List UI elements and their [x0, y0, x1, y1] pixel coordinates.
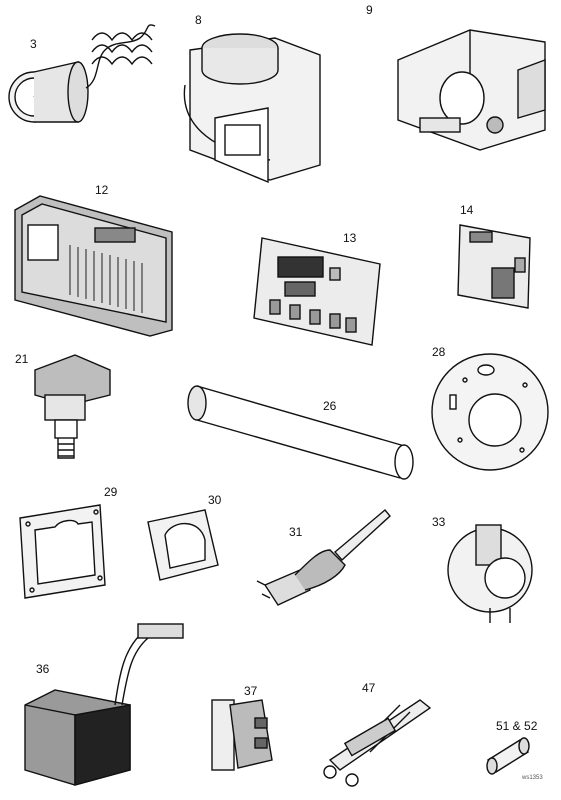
transformer-drawing [24, 623, 184, 786]
relay-drawing [211, 699, 273, 771]
label-part-14: 14 [460, 203, 474, 217]
label-part-33: 33 [432, 515, 446, 529]
small-gasket-drawing [147, 509, 219, 581]
label-part-30: 30 [208, 493, 222, 507]
label-part-8: 8 [195, 13, 202, 27]
label-part-31: 31 [289, 525, 303, 539]
electrode-assembly-drawing [323, 699, 432, 787]
label-part-47: 47 [362, 681, 376, 695]
display-board-drawing [253, 237, 381, 346]
pressure-regulator-drawing [447, 524, 533, 623]
label-part-36: 36 [36, 662, 50, 676]
label-part-28: 28 [432, 345, 446, 359]
blower-drawing [183, 33, 321, 184]
power-cord-drawing [256, 509, 391, 606]
fuse-drawing [486, 737, 530, 775]
label-part-51-52: 51 & 52 [496, 719, 538, 733]
drawing-code: ws1353 [522, 775, 543, 781]
label-part-26: 26 [323, 399, 337, 413]
pressure-switch-drawing [34, 354, 111, 459]
tube-drawing [187, 385, 414, 480]
label-part-29: 29 [104, 485, 118, 499]
gas-valve-drawing [397, 29, 546, 151]
gauge-drawing [8, 24, 156, 123]
label-part-9: 9 [366, 3, 373, 17]
relay-board-drawing [457, 224, 531, 309]
mounting-plate-drawing [431, 353, 549, 471]
label-part-37: 37 [244, 684, 258, 698]
gasket-drawing [19, 504, 106, 599]
label-part-21: 21 [15, 352, 29, 366]
label-part-13: 13 [343, 231, 357, 245]
label-part-3: 3 [30, 37, 37, 51]
label-part-12: 12 [95, 183, 109, 197]
control-module-drawing [14, 195, 173, 337]
